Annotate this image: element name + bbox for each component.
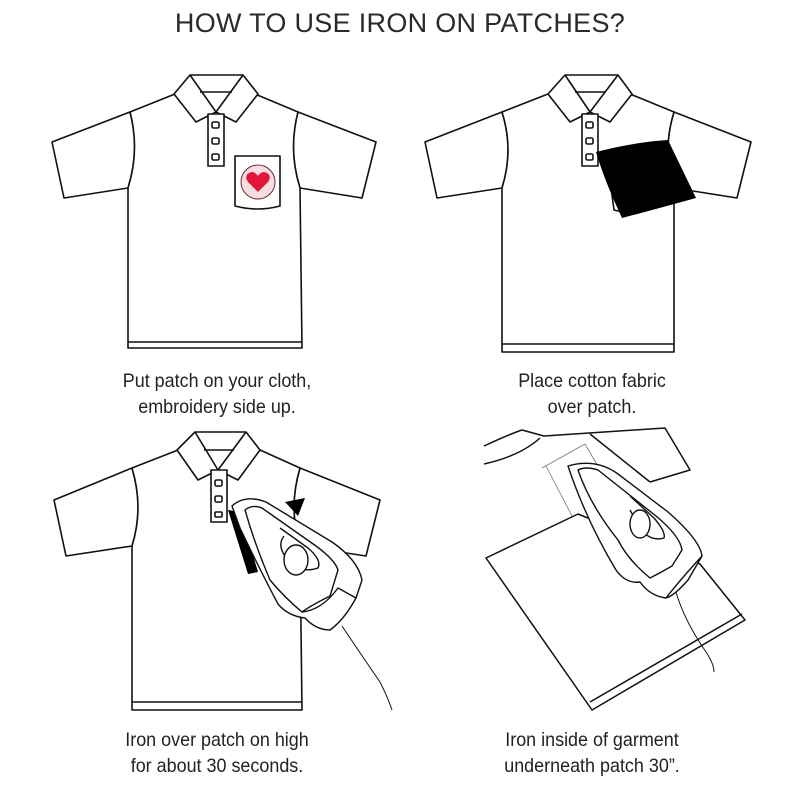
iron-icon [567,462,703,599]
step-1-illustration [51,74,377,349]
step-2-illustration [424,74,752,353]
iron-icon [231,498,363,631]
cotton-cloth [596,140,696,218]
iron-cord [341,625,393,711]
step-4-caption: Iron inside of garment underneath patch … [504,729,680,777]
step-3-caption: Iron over patch on high for about 30 sec… [125,729,309,777]
step-1-caption: Put patch on your cloth, embroidery side… [122,370,312,418]
iron-cord [675,591,715,673]
step-4-illustration [483,427,746,711]
step-2-caption: Place cotton fabric over patch. [518,370,666,418]
page-title: HOW TO USE IRON ON PATCHES? [174,8,626,38]
heart-icon [246,172,270,192]
step-3-illustration [53,431,393,711]
